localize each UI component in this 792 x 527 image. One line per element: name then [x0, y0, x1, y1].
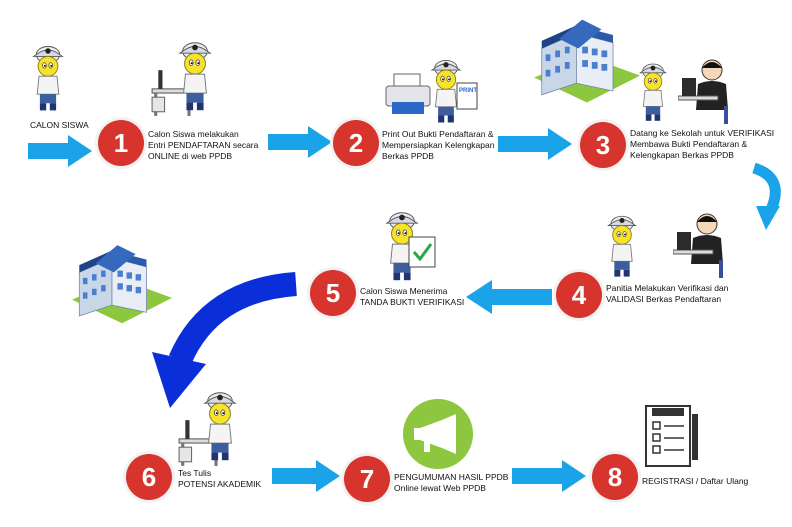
step-2-badge: 2: [333, 120, 379, 166]
start-label: CALON SISWA: [30, 120, 89, 130]
printout-sheet-icon: PRINT: [456, 82, 478, 110]
step-8-badge: 8: [592, 454, 638, 500]
checklist-icon: [645, 405, 698, 467]
flow-arrow-2-3: [498, 128, 572, 160]
certificate-icon: [408, 236, 436, 268]
step-4-label: Panitia Melakukan Verifikasi dan VALIDAS…: [606, 283, 729, 304]
step-5-label: Calon Siswa Menerima TANDA BUKTI VERIFIK…: [360, 286, 465, 307]
step-4-badge: 4: [556, 272, 602, 318]
verification-desk-icon: [676, 56, 740, 126]
step-8-label: REGISTRASI / Daftar Ulang: [642, 476, 749, 486]
step-5-badge: 5: [310, 270, 356, 316]
school-building-icon: [534, 18, 640, 108]
flow-arrow-3-4: [752, 162, 781, 230]
step-6-label: Tes Tulis POTENSI AKADEMIK: [178, 468, 262, 489]
flow-arrow-start-1: [28, 135, 92, 167]
step-6-badge: 6: [126, 454, 172, 500]
step-3-label: Datang ke Sekolah untuk VERIFIKASI Memba…: [630, 128, 775, 160]
flow-arrow-1-2: [268, 126, 332, 158]
printer-icon: [385, 73, 431, 114]
flow-arrow-7-8: [512, 460, 586, 492]
step-2-label: Print Out Bukti Pendaftaran & Mempersiap…: [382, 129, 495, 161]
step-3-badge: 3: [580, 122, 626, 168]
step-7-label: PENGUMUMAN HASIL PPDB Online lewat Web P…: [394, 472, 509, 493]
student-at-computer-icon: [175, 38, 215, 114]
student-writing-test-icon: [200, 388, 240, 464]
printer-label: PRINT: [459, 88, 477, 94]
flow-arrow-6-7: [272, 460, 340, 492]
step-1-label: Calon Siswa melakukan Entri PENDAFTARAN …: [148, 129, 259, 161]
flow-arrow-5-6: [152, 272, 298, 408]
step-7-badge: 7: [344, 456, 390, 502]
validation-desk-icon: [672, 210, 734, 280]
student-icon: [30, 40, 66, 116]
student-submitting-icon: [604, 212, 640, 280]
step-1-badge: 1: [98, 120, 144, 166]
student-at-school-icon: [636, 60, 670, 124]
flow-arrow-4-5: [466, 280, 552, 314]
megaphone-icon: [403, 399, 473, 469]
